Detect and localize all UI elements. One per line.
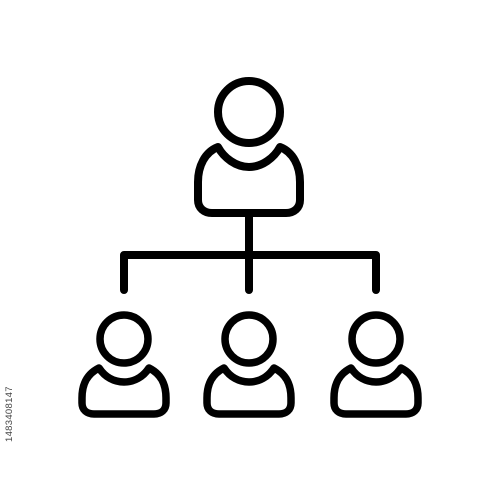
person-right-head bbox=[348, 311, 404, 367]
person-left-icon bbox=[78, 311, 170, 418]
image-id-label: 1483408147 bbox=[4, 386, 15, 442]
top-person-icon bbox=[194, 77, 304, 217]
person-right-body bbox=[330, 364, 422, 418]
person-right-icon bbox=[330, 311, 422, 418]
person-left-head bbox=[96, 311, 152, 367]
person-center-body bbox=[203, 364, 295, 418]
top-person-body bbox=[194, 143, 304, 217]
person-left-body bbox=[78, 364, 170, 418]
person-center-icon bbox=[203, 311, 295, 418]
person-center-head bbox=[221, 311, 277, 367]
hierarchy-connectors bbox=[120, 209, 380, 294]
top-person-head bbox=[214, 77, 284, 147]
